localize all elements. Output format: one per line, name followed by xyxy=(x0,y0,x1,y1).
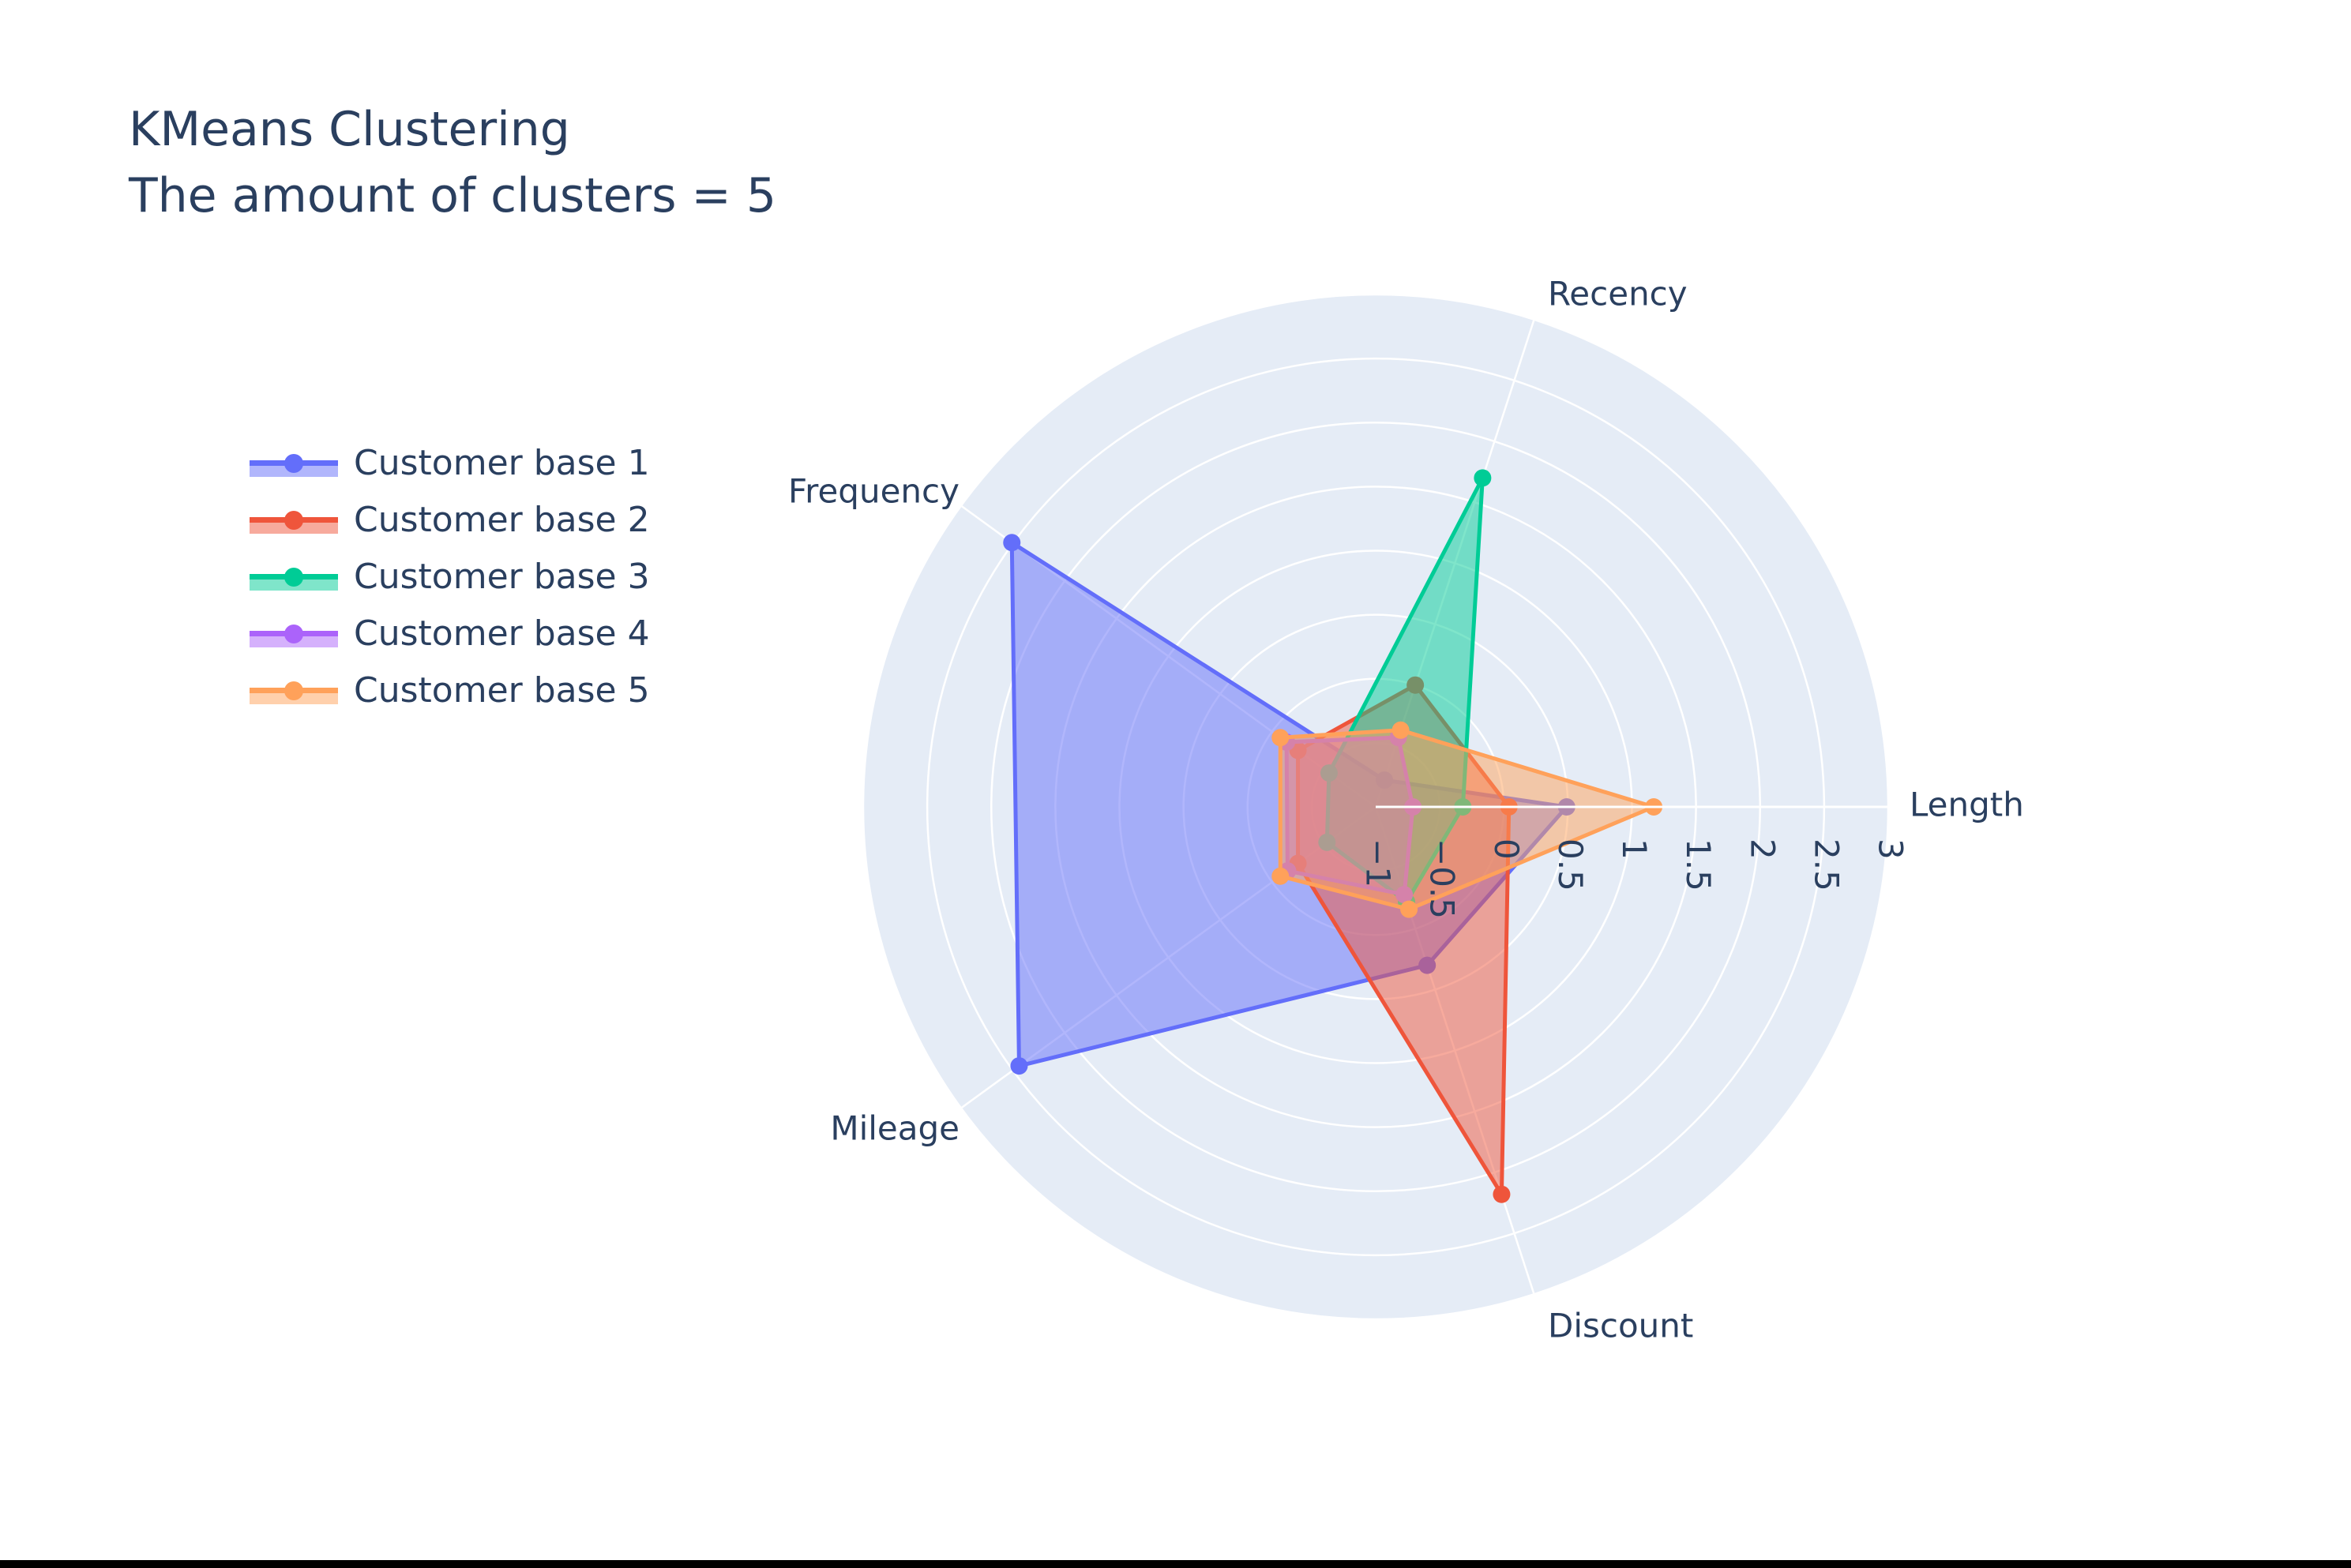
angular-label-frequency: Frequency xyxy=(788,472,960,511)
angular-label-mileage: Mileage xyxy=(830,1109,960,1148)
legend-item-customer-base-3[interactable]: Customer base 3 xyxy=(246,548,650,605)
legend-swatch-icon xyxy=(246,561,341,592)
radial-tick-label: 1.5 xyxy=(1679,838,1718,891)
data-point-marker[interactable] xyxy=(1271,729,1290,747)
radial-tick-label: 0.5 xyxy=(1551,838,1590,891)
angular-label-recency: Recency xyxy=(1548,275,1688,313)
legend-swatch-icon xyxy=(246,674,341,706)
angular-label-length: Length xyxy=(1910,786,2024,824)
legend-swatch-icon xyxy=(246,504,341,535)
radial-tick-label: 2 xyxy=(1743,838,1782,860)
data-point-marker[interactable] xyxy=(1003,534,1021,552)
legend-label: Customer base 3 xyxy=(354,556,650,597)
legend-swatch-icon xyxy=(246,617,341,649)
legend-item-customer-base-2[interactable]: Customer base 2 xyxy=(246,491,650,548)
chart-title-line2: The amount of clusters = 5 xyxy=(129,168,777,223)
legend-swatch-icon xyxy=(246,447,341,478)
data-point-marker[interactable] xyxy=(1010,1057,1028,1075)
chart-title-line1: KMeans Clustering xyxy=(129,102,570,157)
chart-title: KMeans Clustering The amount of clusters… xyxy=(129,96,776,229)
radial-tick-label: 2.5 xyxy=(1807,838,1846,891)
data-point-marker[interactable] xyxy=(1474,469,1492,487)
radial-tick-label: −0.5 xyxy=(1423,838,1462,919)
legend-item-customer-base-4[interactable]: Customer base 4 xyxy=(246,605,650,662)
radial-tick-label: 0 xyxy=(1487,838,1526,860)
data-point-marker[interactable] xyxy=(1493,1185,1511,1203)
legend-item-customer-base-5[interactable]: Customer base 5 xyxy=(246,662,650,718)
legend: Customer base 1 Customer base 2 Customer… xyxy=(246,434,650,718)
radial-axis: −1 −0.5 0 0.5 1 1.5 2 2.5 3 xyxy=(1359,805,1910,919)
radial-tick-label: 1 xyxy=(1615,838,1654,860)
radial-tick-label: −1 xyxy=(1359,838,1398,887)
legend-item-customer-base-1[interactable]: Customer base 1 xyxy=(246,434,650,491)
legend-label: Customer base 2 xyxy=(354,499,650,540)
bottom-bar xyxy=(0,1560,2351,1568)
data-point-marker[interactable] xyxy=(1391,721,1410,739)
legend-label: Customer base 4 xyxy=(354,613,650,654)
traces xyxy=(1003,469,1663,1203)
angular-label-discount: Discount xyxy=(1548,1307,1693,1345)
data-point-marker[interactable] xyxy=(1400,900,1418,918)
radial-tick-label: 3 xyxy=(1872,838,1910,860)
data-point-marker[interactable] xyxy=(1271,867,1290,885)
legend-label: Customer base 5 xyxy=(354,670,650,711)
legend-label: Customer base 1 xyxy=(354,442,650,483)
